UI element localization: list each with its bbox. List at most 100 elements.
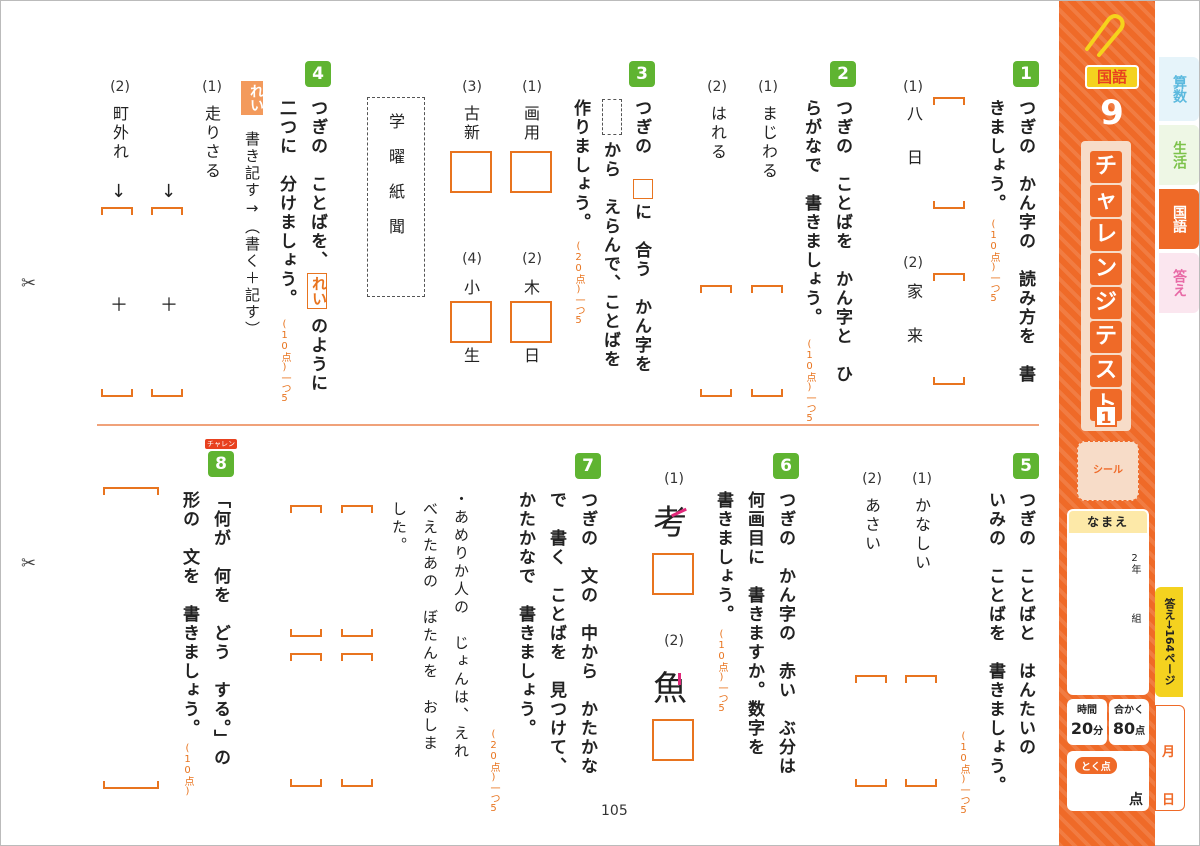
seal-area: シール xyxy=(1077,441,1139,501)
title-char: ン xyxy=(1090,253,1122,285)
answer-box[interactable] xyxy=(652,553,694,595)
question-4-item-2-label: (2) xyxy=(110,79,130,95)
question-4-example: 書き記す→（書く＋記す） xyxy=(243,131,261,338)
page-number: 105 xyxy=(601,803,628,819)
time-value: 20分 xyxy=(1070,719,1104,738)
question-3-item-1-label: (1) xyxy=(522,79,542,95)
question-4-text: つぎの ことばを、 xyxy=(307,99,327,270)
tab-math[interactable]: 算数 xyxy=(1159,57,1199,121)
question-6-points: (10点)一つ5 xyxy=(716,629,727,714)
question-2-item-2-label: (2) xyxy=(707,79,727,95)
answer-box-bottom[interactable] xyxy=(905,779,937,787)
answer-box-bottom[interactable] xyxy=(151,389,183,397)
answer-box-top[interactable] xyxy=(855,675,887,683)
question-5-points: (10点)一つ5 xyxy=(958,731,969,816)
answer-box-top[interactable] xyxy=(933,273,965,281)
question-3-item-4-label: (4) xyxy=(462,251,482,267)
question-3-points: (20点)一つ5 xyxy=(573,241,584,326)
question-1-text: つぎの かん字の 読み方を 書 xyxy=(1015,99,1035,384)
question-3-item-2-label: (2) xyxy=(522,251,542,267)
question-8-text: 「何が 何を どう する。」の xyxy=(210,491,230,768)
name-label: なまえ xyxy=(1069,511,1147,533)
question-4-item-1-text: 走りさる xyxy=(202,105,221,181)
answer-box-top[interactable] xyxy=(751,285,783,293)
pass-value: 80点 xyxy=(1112,719,1146,738)
tab-answers[interactable]: 答え xyxy=(1159,253,1199,313)
class-label: 組 xyxy=(1129,613,1140,623)
answer-box[interactable] xyxy=(450,151,492,193)
score-unit: 点 xyxy=(1129,792,1143,808)
day-label: 日 xyxy=(1162,793,1176,808)
answer-box-top[interactable] xyxy=(103,487,159,495)
answer-box-bottom[interactable] xyxy=(103,781,159,789)
question-6-text: つぎの かん字の 赤い ぶ分は xyxy=(775,491,795,776)
question-3-item-3-top: 古新 xyxy=(461,105,480,143)
question-7-points: (20点)一つ5 xyxy=(488,729,499,814)
question-5-text-2: いみの ことばを 書きましょう。 xyxy=(985,491,1005,795)
tab-life[interactable]: 生活 xyxy=(1159,125,1199,185)
choices-kanji: 学曜紙聞 xyxy=(386,113,405,253)
question-7-number: 7 xyxy=(575,453,601,479)
choices-box xyxy=(367,97,425,297)
title-number-box: 1 xyxy=(1095,405,1117,427)
question-8-text-2: 形の 文を 書きましょう。 xyxy=(179,491,199,738)
scissors-icon: ✂ xyxy=(21,553,37,574)
question-1-points: (10点)一つ5 xyxy=(988,219,999,304)
answer-box-bottom[interactable] xyxy=(290,779,322,787)
time-panel xyxy=(1067,699,1107,745)
question-5-text: つぎの ことばと はんたいの xyxy=(1015,491,1035,757)
question-6-kanji-2: 魚 xyxy=(653,669,687,709)
question-6-text-2: 何画目に 書きますか。数字を xyxy=(744,491,764,757)
answer-box-top[interactable] xyxy=(905,675,937,683)
question-5-number: 5 xyxy=(1013,453,1039,479)
question-6-text-3: 書きましょう。 xyxy=(713,491,733,624)
answer-box-bottom[interactable] xyxy=(933,377,965,385)
question-3-item-4-top: 小 xyxy=(461,279,480,298)
answer-box-top[interactable] xyxy=(933,97,965,105)
answer-box-bottom[interactable] xyxy=(290,629,322,637)
question-3-text-4: 作りましょう。 xyxy=(570,99,590,232)
question-6-number: 6 xyxy=(773,453,799,479)
title-char: チ xyxy=(1090,151,1122,183)
tab-japanese[interactable]: 国語 xyxy=(1159,189,1199,249)
rei-badge-example: れい xyxy=(241,81,264,115)
answer-box-top[interactable] xyxy=(341,653,373,661)
answer-box-top[interactable] xyxy=(151,207,183,215)
answer-box[interactable] xyxy=(510,151,552,193)
answer-box-top[interactable] xyxy=(700,285,732,293)
question-8-points: (10点) xyxy=(182,743,193,797)
question-5-item-1-text: かなしい xyxy=(912,497,931,573)
red-stroke-highlight xyxy=(678,673,681,685)
question-7-sentence-2: べえたあの ぼたんを おしま xyxy=(421,501,439,753)
month-label: 月 xyxy=(1162,745,1176,760)
down-arrow-icon: ↓ xyxy=(111,181,127,202)
question-3-item-1-top: 画用 xyxy=(521,105,540,143)
answer-box-bottom[interactable] xyxy=(751,389,783,397)
question-3-item-4-bottom: 生 xyxy=(461,347,480,366)
answer-box-top[interactable] xyxy=(290,505,322,513)
question-2-item-2-text: はれる xyxy=(708,105,727,162)
answer-box-bottom[interactable] xyxy=(341,629,373,637)
answer-box-bottom[interactable] xyxy=(700,389,732,397)
subject-badge: 国語 xyxy=(1085,65,1139,89)
question-8-number: 8 xyxy=(208,451,234,477)
answer-box-top[interactable] xyxy=(101,207,133,215)
question-3-text-3: から えらんで、ことばを xyxy=(600,141,620,369)
answer-page-ref: 答え→164ページ xyxy=(1155,587,1183,697)
answer-box[interactable] xyxy=(450,301,492,343)
question-2-points: (10点)一つ5 xyxy=(804,339,815,424)
answer-box[interactable] xyxy=(510,301,552,343)
question-3-item-3-label: (3) xyxy=(462,79,482,95)
question-4-item-2-text: 町外れ xyxy=(110,105,129,162)
answer-box-bottom[interactable] xyxy=(933,201,965,209)
answer-box[interactable] xyxy=(652,719,694,761)
date-panel xyxy=(1155,705,1185,811)
answer-box-bottom[interactable] xyxy=(855,779,887,787)
answer-box-bottom[interactable] xyxy=(101,389,133,397)
answer-box-top[interactable] xyxy=(290,653,322,661)
answer-box-bottom[interactable] xyxy=(341,779,373,787)
question-2-item-1-text: まじわる xyxy=(759,105,778,181)
answer-box-top[interactable] xyxy=(341,505,373,513)
question-4-text-3: 二つに 分けましょう。 xyxy=(276,99,296,308)
